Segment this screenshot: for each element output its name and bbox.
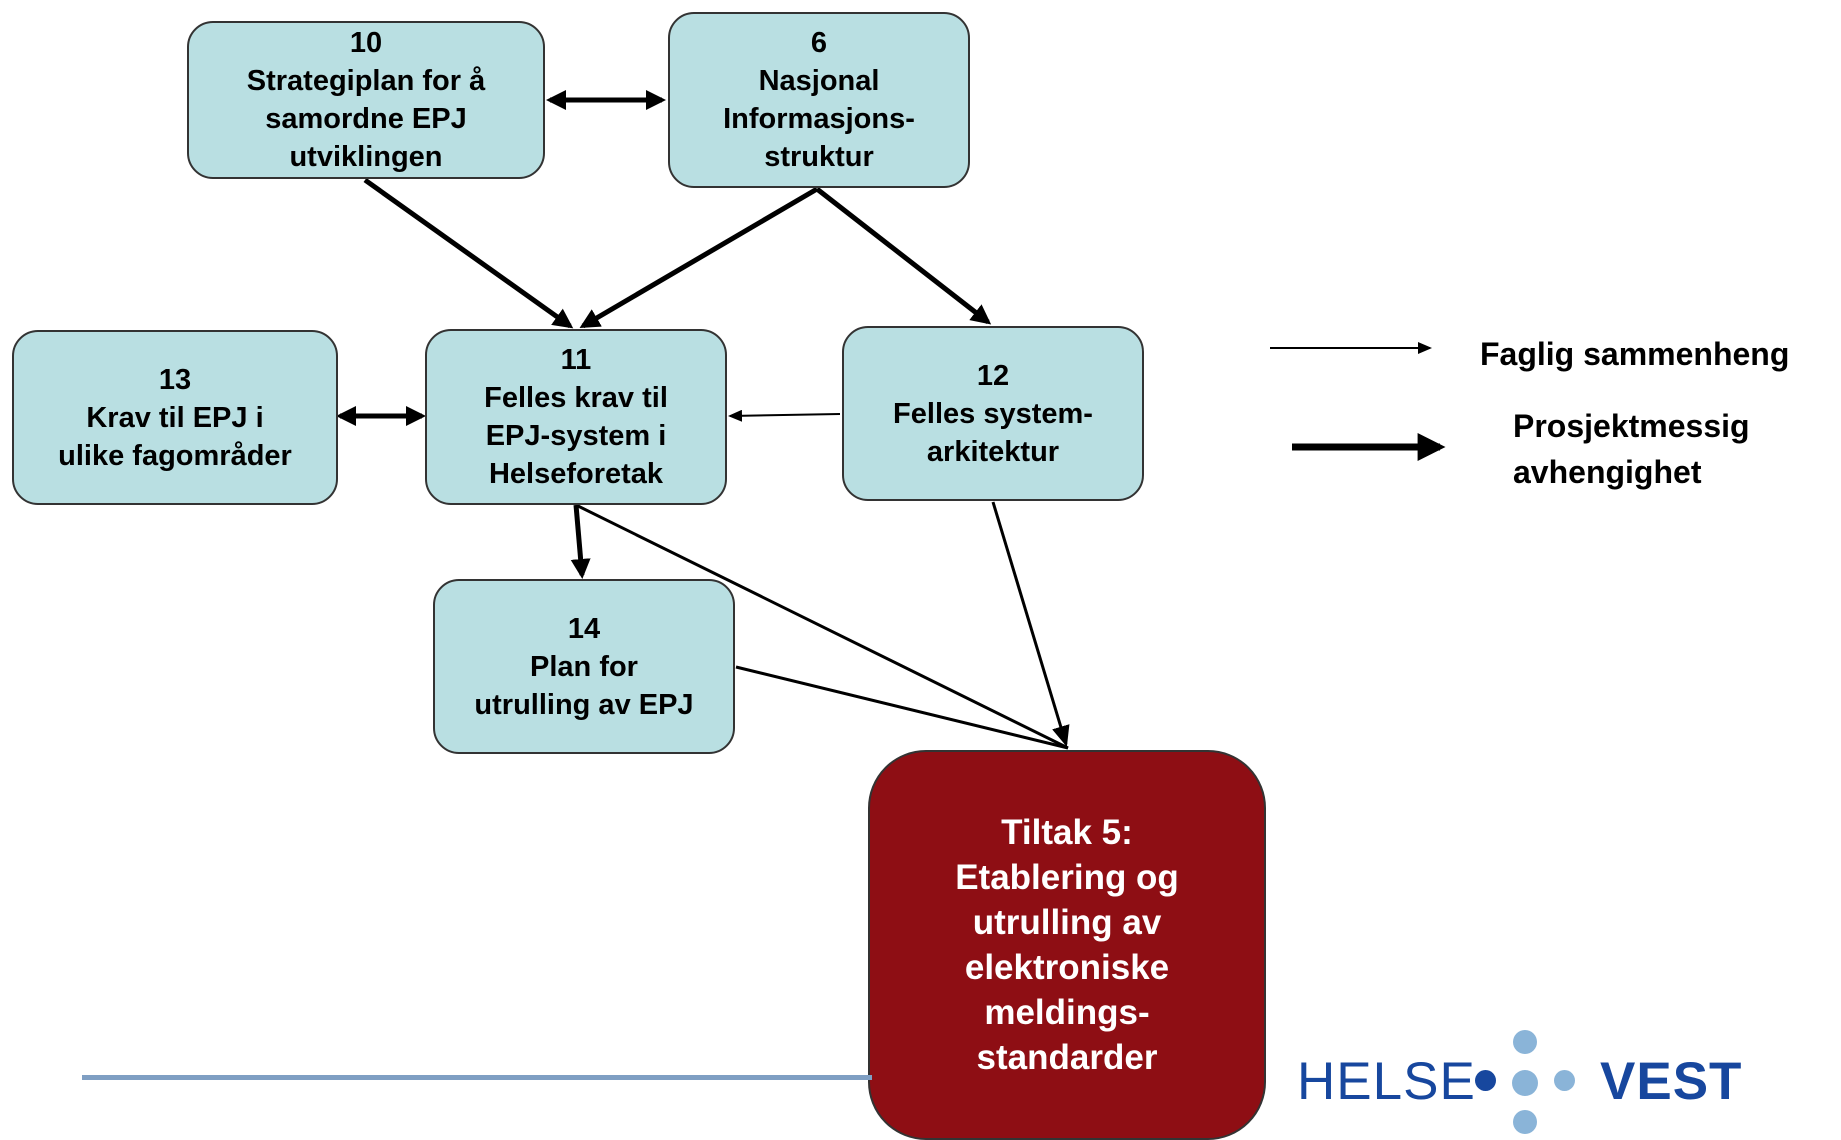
node-11-felles-krav: 11 Felles krav til EPJ-system i Helsefor… xyxy=(425,329,727,505)
logo-text-helse: HELSE xyxy=(1297,1052,1476,1111)
node-6-nasjonal: 6 Nasjonal Informasjons- struktur xyxy=(668,12,970,188)
tiltak-line-1: Tiltak 5: xyxy=(1001,813,1133,852)
node-11-line-3: Helseforetak xyxy=(488,458,664,490)
edge-12-11 xyxy=(728,409,841,422)
edge-14-main xyxy=(735,665,1069,750)
node-13-number: 13 xyxy=(158,363,192,396)
edge-11-main xyxy=(575,503,1069,750)
edge-6-12 xyxy=(815,187,992,325)
node-14-number: 14 xyxy=(567,612,601,645)
node-tiltak-5: Tiltak 5: Etablering og utrulling av ele… xyxy=(868,750,1266,1140)
node-6-line-1: Nasjonal xyxy=(758,65,880,97)
node-10-strategiplan: 10 Strategiplan for å samordne EPJ utvik… xyxy=(187,21,545,179)
logo-text-vest: VEST xyxy=(1600,1052,1743,1111)
tiltak-line-6: standarder xyxy=(976,1038,1158,1077)
node-11-line-1: Felles krav til xyxy=(484,382,668,414)
logo-dot-top xyxy=(1513,1030,1537,1054)
edge-11-14 xyxy=(570,504,591,579)
tiltak-line-2: Etablering og xyxy=(955,858,1179,897)
node-11-number: 11 xyxy=(560,344,592,376)
footer-line xyxy=(82,1075,872,1080)
logo-dot-left xyxy=(1475,1070,1496,1091)
node-12-systemarkitektur: 12 Felles system- arkitektur xyxy=(842,326,1144,501)
legend-thick-label-1: Prosjektmessig xyxy=(1513,408,1750,444)
tiltak-line-3: utrulling av xyxy=(972,903,1162,942)
node-6-line-3: struktur xyxy=(764,141,874,173)
edge-6-11 xyxy=(579,186,819,329)
edge-10-11 xyxy=(363,177,574,329)
node-12-number: 12 xyxy=(976,359,1010,392)
logo-dot-bottom xyxy=(1513,1110,1537,1134)
node-10-line-3: utviklingen xyxy=(289,141,443,173)
node-13-krav: 13 Krav til EPJ i ulike fagområder xyxy=(12,330,338,505)
node-6-number: 6 xyxy=(810,27,828,59)
node-11-line-2: EPJ-system i xyxy=(485,420,667,452)
node-10-number: 10 xyxy=(349,27,383,59)
node-10-line-2: samordne EPJ xyxy=(265,103,467,135)
node-10-line-1: Strategiplan for å xyxy=(246,65,486,97)
node-14-plan: 14 Plan for utrulling av EPJ xyxy=(433,579,735,754)
legend-thin-label: Faglig sammenheng xyxy=(1480,336,1790,372)
edge-12-main xyxy=(991,501,1070,747)
node-12-line-2: arkitektur xyxy=(926,435,1060,468)
node-12-line-1: Felles system- xyxy=(893,397,1093,430)
tiltak-line-4: elektroniske xyxy=(964,948,1170,987)
node-14-line-1: Plan for xyxy=(530,650,638,683)
logo-dot-center xyxy=(1512,1070,1538,1096)
node-13-line-1: Krav til EPJ i xyxy=(86,401,264,434)
node-13-line-2: ulike fagområder xyxy=(58,439,292,472)
logo-dot-right xyxy=(1554,1070,1575,1091)
node-6-line-2: Informasjons- xyxy=(723,103,915,135)
node-14-line-2: utrulling av EPJ xyxy=(474,688,694,721)
legend-thick-label-2: avhengighet xyxy=(1513,454,1702,490)
tiltak-line-5: meldings- xyxy=(984,993,1150,1032)
